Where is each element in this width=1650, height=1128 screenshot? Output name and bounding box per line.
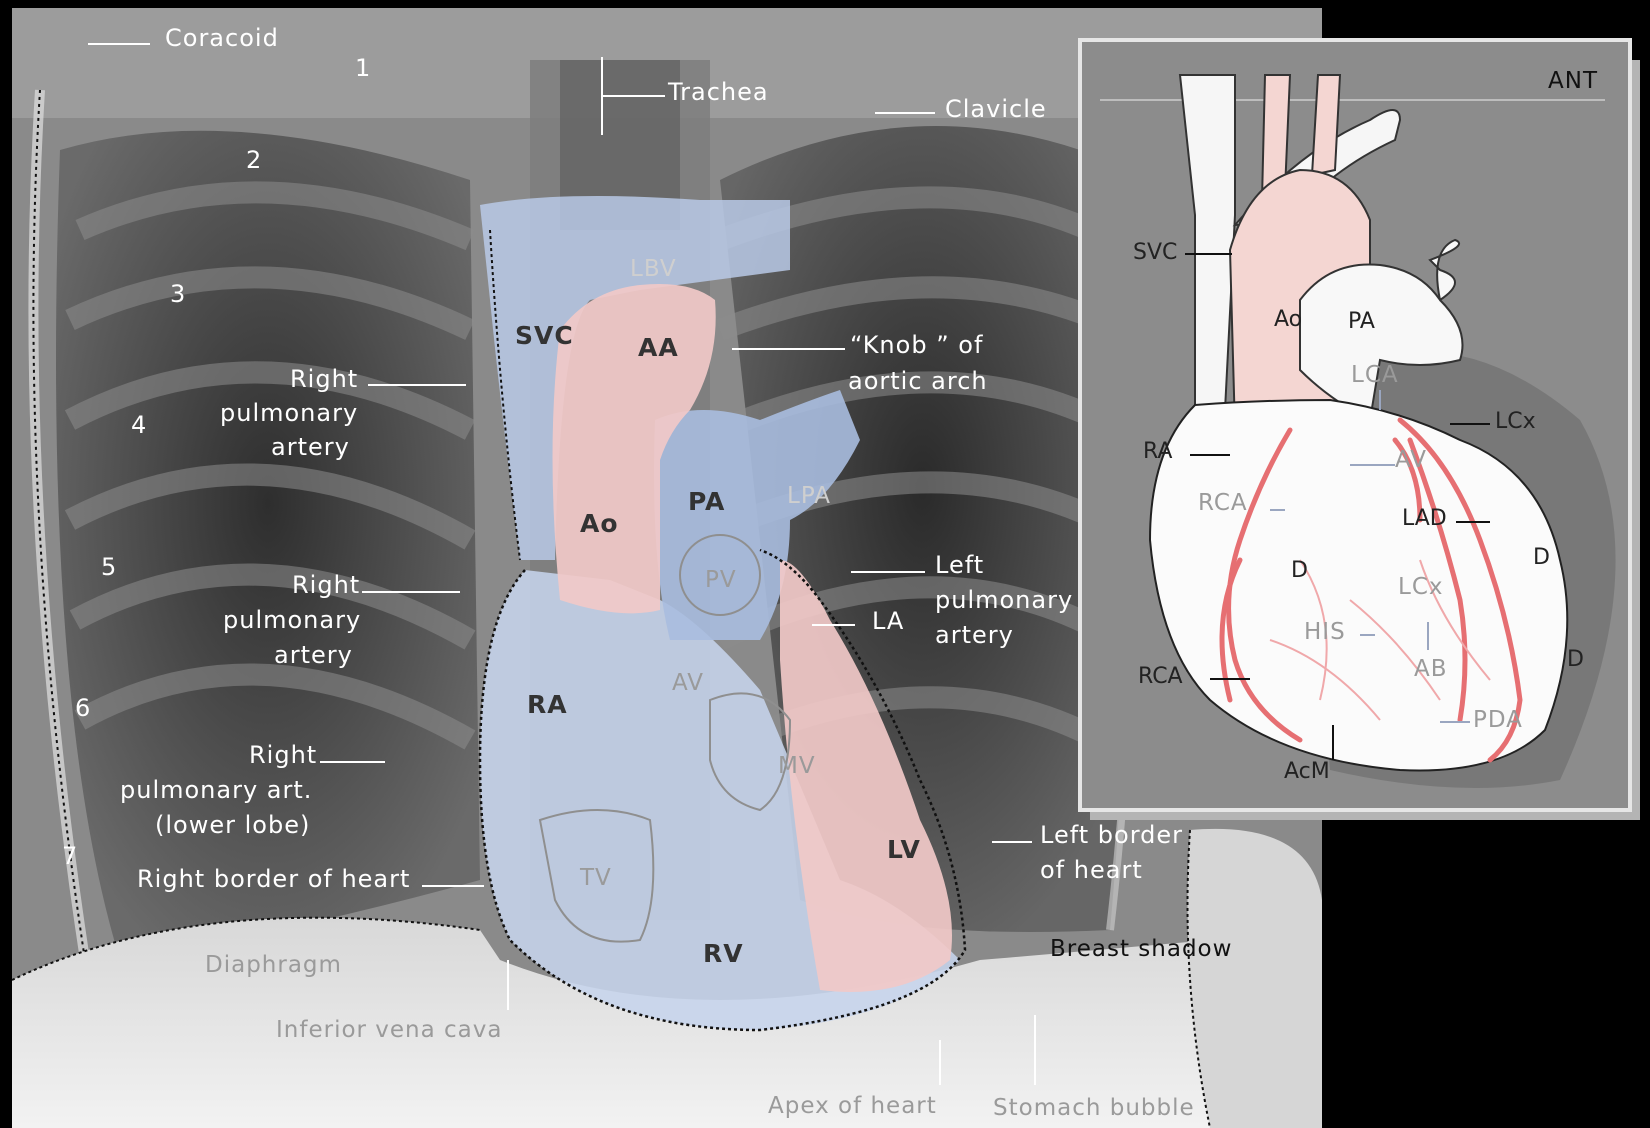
label-lbv: LBV — [630, 256, 677, 282]
label-rib-5: 5 — [101, 553, 117, 581]
label-rpa3-3: (lower lobe) — [155, 811, 310, 839]
label-rv: RV — [703, 939, 744, 968]
label-pv: PV — [705, 567, 737, 593]
label-left-border-1: Left border — [1040, 821, 1183, 849]
inset-label-av: AV — [1395, 447, 1427, 473]
label-rib-2: 2 — [246, 146, 262, 174]
label-tv: TV — [579, 865, 612, 891]
label-rib-6: 6 — [75, 694, 91, 722]
label-knob-2: aortic arch — [848, 367, 988, 395]
label-rpa3-1: Right — [249, 741, 317, 769]
label-breast-shadow: Breast shadow — [1050, 936, 1232, 962]
inset-label-rca-inner: RCA — [1198, 490, 1248, 516]
label-la: LA — [872, 607, 904, 635]
inset-label-ant: ANT — [1548, 68, 1598, 94]
inset-label-ao: Ao — [1274, 307, 1302, 332]
inset-label-lad: LAD — [1402, 506, 1447, 531]
inset-label-d-apex: D — [1567, 647, 1584, 672]
label-rib-1: 1 — [355, 54, 371, 82]
label-rpa2-1: Right — [292, 571, 360, 599]
inset-label-lcx-mid: LCx — [1398, 574, 1444, 600]
label-diaphragm: Diaphragm — [205, 952, 342, 978]
inset-label-svc: SVC — [1133, 240, 1177, 265]
label-stomach: Stomach bubble — [993, 1095, 1195, 1121]
label-av: AV — [672, 670, 704, 696]
inset-label-pa: PA — [1348, 309, 1375, 334]
label-left-border-2: of heart — [1040, 856, 1143, 884]
inset-label-lca: LCA — [1351, 362, 1399, 388]
label-ivc: Inferior vena cava — [276, 1017, 502, 1043]
inset-label-rca-outer: RCA — [1138, 664, 1183, 689]
label-mv: MV — [778, 753, 816, 779]
label-rpa1-1: Right — [290, 365, 358, 393]
label-coracoid: Coracoid — [165, 24, 279, 52]
label-ao: Ao — [580, 509, 619, 538]
inset-label-d-right: D — [1533, 545, 1550, 570]
inset-label-ra: RA — [1143, 439, 1172, 464]
inset-label-ab: AB — [1414, 656, 1448, 682]
inset-label-d-left: D — [1291, 558, 1308, 583]
inset-label-pda: PDA — [1473, 707, 1523, 733]
label-lpa: LPA — [787, 483, 831, 509]
label-pa: PA — [688, 487, 725, 516]
label-rpa2-3: artery — [274, 641, 353, 669]
inset-label-lcx-top: LCx — [1495, 409, 1536, 434]
inset-label-acm: AcM — [1284, 759, 1330, 784]
label-trachea: Trachea — [667, 78, 769, 106]
label-rib-4: 4 — [131, 411, 147, 439]
inset-label-his: HIS — [1304, 619, 1346, 645]
label-rib-3: 3 — [170, 280, 186, 308]
label-rpa3-2: pulmonary art. — [120, 776, 312, 804]
label-lpa-full-2: pulmonary — [935, 586, 1073, 614]
label-aa: AA — [638, 333, 679, 362]
label-apex: Apex of heart — [768, 1093, 937, 1119]
label-svc: SVC — [515, 321, 574, 350]
label-lv: LV — [887, 835, 921, 864]
inset-panel: ANT — [1080, 40, 1640, 820]
label-lpa-full-1: Left — [935, 551, 984, 579]
label-clavicle: Clavicle — [945, 95, 1047, 123]
label-lpa-full-3: artery — [935, 621, 1014, 649]
label-rpa2-2: pulmonary — [223, 606, 361, 634]
label-knob-1: “Knob ” of — [850, 331, 983, 359]
label-ra: RA — [527, 690, 568, 719]
label-rpa1-2: pulmonary — [220, 399, 358, 427]
label-right-border: Right border of heart — [137, 865, 410, 893]
label-rib-7: 7 — [62, 842, 78, 870]
label-rpa1-3: artery — [271, 433, 350, 461]
